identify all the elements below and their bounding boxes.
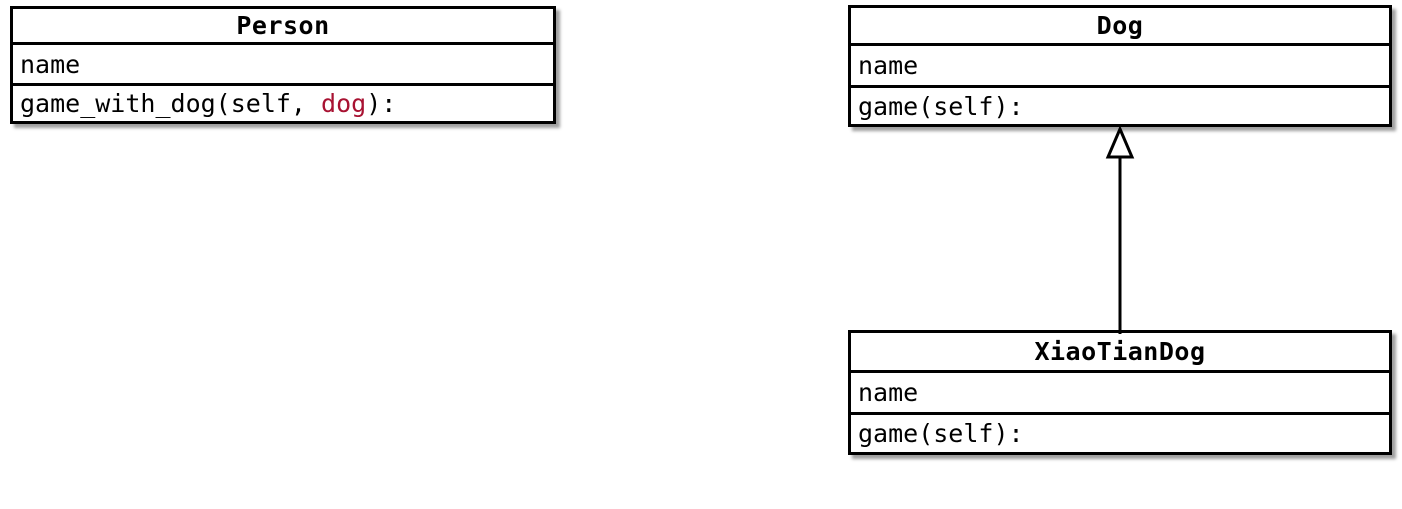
uml-class-xiaotiandog-method-game: game(self): — [851, 412, 1389, 452]
uml-class-person-attribute-name: name — [20, 49, 81, 79]
uml-class-dog-attribute-name: name — [858, 51, 919, 80]
inheritance-arrow-xiaotiandog-to-dog — [1105, 125, 1135, 334]
uml-class-xiaotiandog-title: XiaoTianDog — [851, 333, 1389, 373]
hollow-triangle-arrowhead-icon — [1105, 125, 1135, 159]
uml-class-dog-title: Dog — [851, 8, 1389, 46]
method-signature-suffix: ): — [366, 89, 397, 118]
uml-class-dog[interactable]: Dog name game(self): — [848, 5, 1392, 127]
uml-class-dog-method-game: game(self): — [851, 85, 1389, 124]
uml-class-xiaotiandog-attribute-name: name — [858, 378, 919, 408]
method-parameter-dog: dog — [321, 89, 367, 118]
uml-class-person[interactable]: Person name game_with_dog(self, dog): — [10, 6, 556, 124]
uml-class-person-title: Person — [13, 9, 553, 45]
method-signature-prefix: game_with_dog(self, — [20, 89, 322, 118]
uml-class-xiaotiandog[interactable]: XiaoTianDog name game(self): — [848, 330, 1392, 455]
uml-class-person-method-game-with-dog: game_with_dog(self, dog): — [13, 83, 553, 121]
